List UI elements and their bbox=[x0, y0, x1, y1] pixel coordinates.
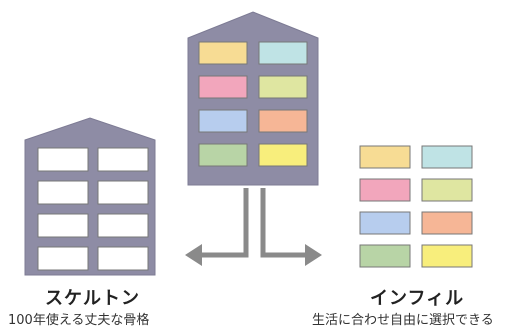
skeleton-window-r4c2 bbox=[97, 246, 149, 271]
infill-panels bbox=[359, 145, 473, 268]
center-panel-r4c2 bbox=[258, 143, 308, 167]
center-panel-r4c1 bbox=[198, 143, 248, 167]
skeleton-window-r3c1 bbox=[37, 213, 89, 238]
split-arrow bbox=[185, 188, 322, 266]
center-building-panels bbox=[198, 41, 308, 167]
infill-panel-r1c1 bbox=[359, 145, 411, 169]
center-panel-r2c1 bbox=[198, 75, 248, 99]
infill-panel-r3c2 bbox=[421, 211, 473, 235]
skeleton-building-windows bbox=[37, 147, 149, 271]
split-arrow-right-head bbox=[305, 244, 322, 266]
skeleton-building bbox=[24, 117, 156, 276]
center-panel-r3c2 bbox=[258, 109, 308, 133]
infill-panel-r2c2 bbox=[421, 178, 473, 202]
center-building bbox=[187, 11, 319, 186]
infill-panel-r4c1 bbox=[359, 244, 411, 268]
skeleton-window-r3c2 bbox=[97, 213, 149, 238]
split-arrow-left-head bbox=[185, 244, 202, 266]
center-panel-r2c2 bbox=[258, 75, 308, 99]
skeleton-window-r2c2 bbox=[97, 180, 149, 205]
infill-panel-r4c2 bbox=[421, 244, 473, 268]
split-arrow-left-branch bbox=[198, 188, 249, 258]
split-arrow-right-branch bbox=[260, 188, 308, 258]
infill-panel-r2c1 bbox=[359, 178, 411, 202]
skeleton-window-r1c1 bbox=[37, 147, 89, 172]
skeleton-subtitle: 100年使える丈夫な骨格 bbox=[8, 313, 150, 328]
skeleton-window-r4c1 bbox=[37, 246, 89, 271]
center-panel-r1c2 bbox=[258, 41, 308, 65]
infill-panel-r3c1 bbox=[359, 211, 411, 235]
skeleton-window-r1c2 bbox=[97, 147, 149, 172]
skeleton-title: スケルトン bbox=[45, 288, 140, 309]
center-panel-r3c1 bbox=[198, 109, 248, 133]
skeleton-window-r2c1 bbox=[37, 180, 89, 205]
infill-subtitle: 生活に合わせ自由に選択できる bbox=[312, 313, 494, 328]
infill-panel-r1c2 bbox=[421, 145, 473, 169]
infill-title: インフィル bbox=[370, 288, 465, 309]
center-panel-r1c1 bbox=[198, 41, 248, 65]
